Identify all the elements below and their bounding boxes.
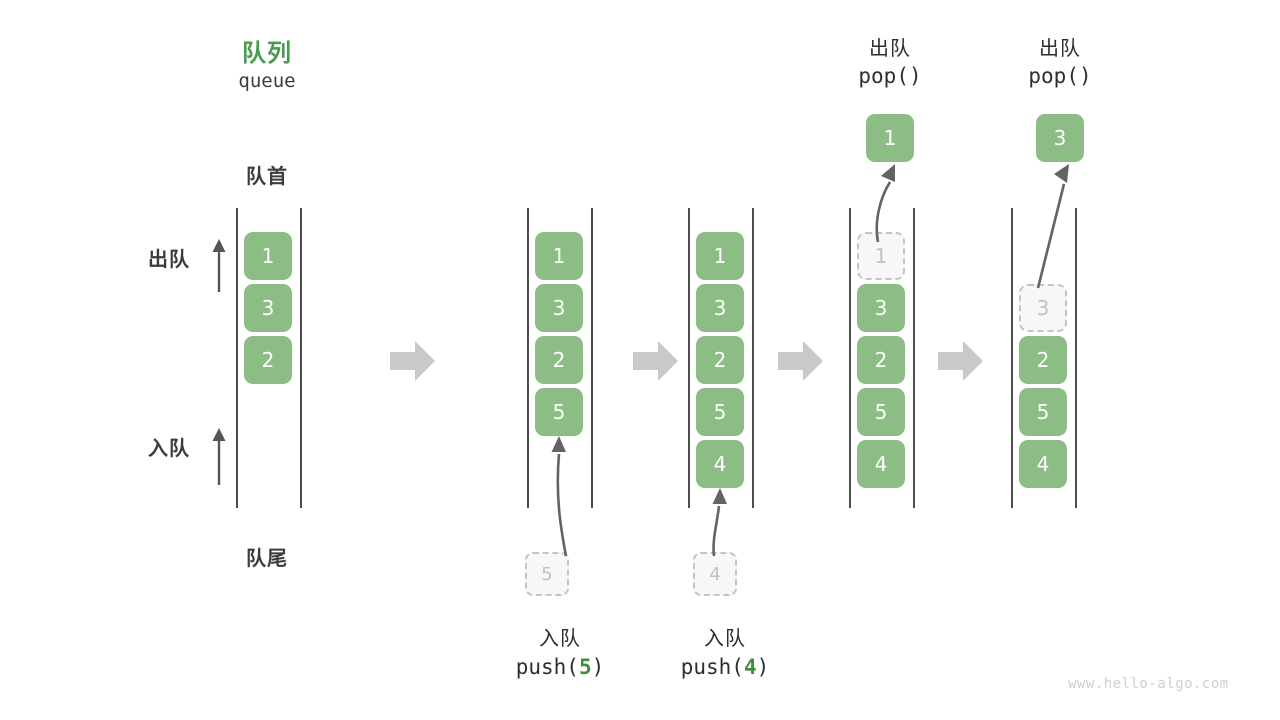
rail-right — [752, 208, 754, 508]
popped-element: 1 — [866, 114, 914, 162]
watermark: www.hello-algo.com — [1068, 676, 1229, 692]
pop-motion-arrow-icon — [875, 164, 895, 243]
queue-element-new: 5 — [535, 388, 583, 436]
push-motion-arrow-icon — [712, 488, 727, 557]
queue-element: 2 — [244, 336, 292, 384]
queue-element: 1 — [535, 232, 583, 280]
rail-right — [1075, 208, 1077, 508]
queue-element: 3 — [535, 284, 583, 332]
push-caption-code-value: 4 — [743, 655, 757, 679]
rear-label: 队尾 — [246, 546, 288, 570]
rail-left — [527, 208, 529, 508]
rail-right — [300, 208, 302, 508]
queue-element: 4 — [857, 440, 905, 488]
push-caption-cn: 入队 — [704, 626, 746, 650]
queue-element: 5 — [1019, 388, 1067, 436]
popped-element: 3 — [1036, 114, 1084, 162]
queue-element: 3 — [244, 284, 292, 332]
push-motion-arrow-icon — [551, 436, 568, 557]
queue-element: 2 — [1019, 336, 1067, 384]
pop-caption-code: pop() — [858, 64, 922, 88]
page-title-cn: 队列 — [242, 39, 292, 67]
step-arrow-icon — [633, 341, 678, 381]
rail-left — [236, 208, 238, 508]
page-title-en: queue — [238, 70, 296, 92]
front-label: 队首 — [246, 164, 288, 188]
enqueue-side-label: 入队 — [148, 436, 190, 460]
enqueue-direction-arrow-icon — [212, 428, 226, 485]
push-caption-cn: 入队 — [539, 626, 581, 650]
push-caption-code-prefix: push( — [680, 655, 744, 679]
queue-element: 2 — [857, 336, 905, 384]
queue-element: 3 — [857, 284, 905, 332]
step-arrow-icon — [778, 341, 823, 381]
queue-element: 5 — [696, 388, 744, 436]
dequeue-side-label: 出队 — [148, 247, 190, 271]
queue-element-removed-ghost: 3 — [1019, 284, 1067, 332]
pop-caption-cn: 出队 — [869, 36, 911, 60]
push-caption-code-suffix: ) — [591, 655, 605, 679]
rail-left — [849, 208, 851, 508]
queue-element: 3 — [696, 284, 744, 332]
queue-element: 1 — [696, 232, 744, 280]
rail-left — [1011, 208, 1013, 508]
rail-right — [591, 208, 593, 508]
rail-left — [688, 208, 690, 508]
queue-element: 4 — [1019, 440, 1067, 488]
pop-caption-code: pop() — [1028, 64, 1092, 88]
queue-element: 5 — [857, 388, 905, 436]
push-caption-code-prefix: push( — [515, 655, 579, 679]
rail-right — [913, 208, 915, 508]
push-caption-code: push(4) — [645, 655, 805, 679]
step-arrow-icon — [938, 341, 983, 381]
queue-element-removed-ghost: 1 — [857, 232, 905, 280]
pop-motion-arrow-icon — [1036, 164, 1069, 289]
incoming-element-ghost: 5 — [525, 552, 569, 596]
push-caption-code-value: 5 — [578, 655, 592, 679]
queue-element: 2 — [535, 336, 583, 384]
push-caption-code-suffix: ) — [756, 655, 770, 679]
push-caption-code: push(5) — [480, 655, 640, 679]
queue-element: 1 — [244, 232, 292, 280]
queue-element: 2 — [696, 336, 744, 384]
dequeue-direction-arrow-icon — [212, 239, 226, 292]
pop-caption-cn: 出队 — [1039, 36, 1081, 60]
queue-element-new: 4 — [696, 440, 744, 488]
step-arrow-icon — [390, 341, 435, 381]
